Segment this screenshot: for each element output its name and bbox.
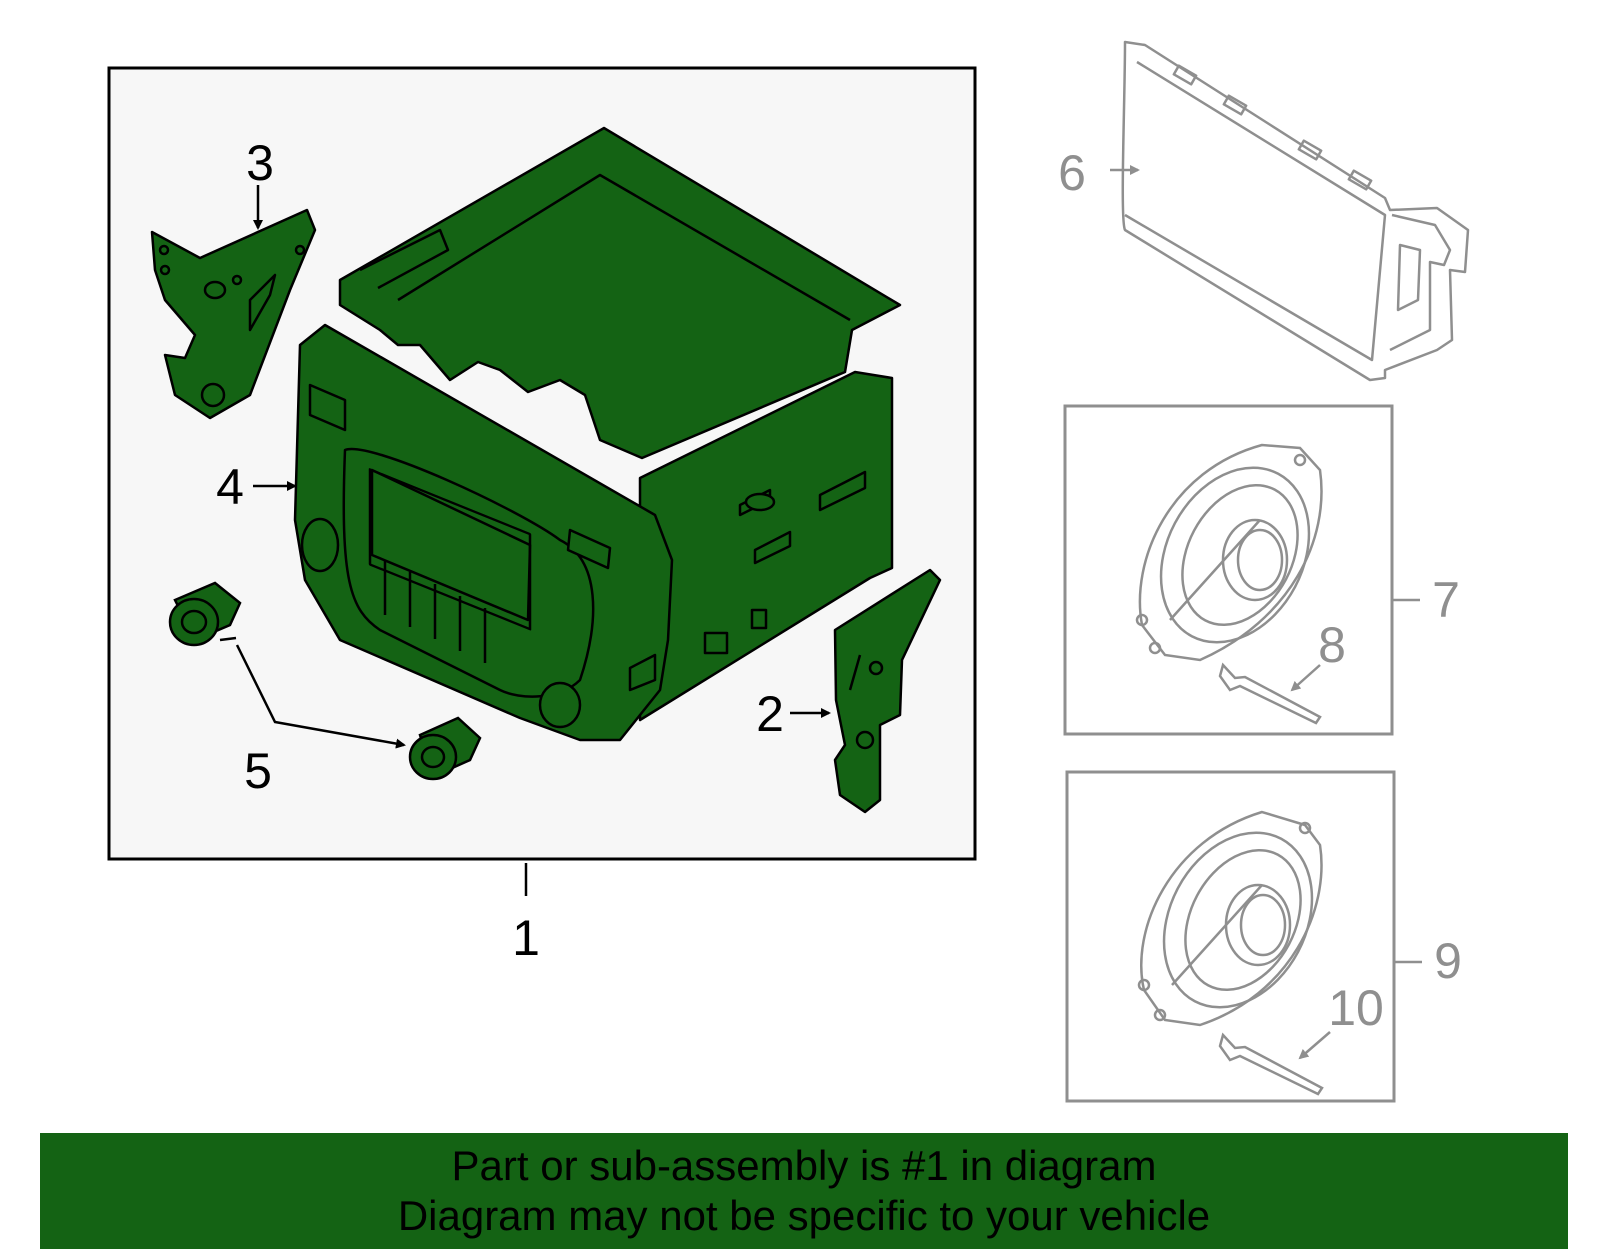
callout-10: 10 <box>1328 980 1384 1036</box>
right-mounting-bracket <box>833 568 942 814</box>
rear-speaker <box>1137 810 1323 1027</box>
banner-line-2: Diagram may not be specific to your vehi… <box>397 1192 1211 1239</box>
rear-speaker-rivet <box>1218 1032 1324 1096</box>
callout-leaders <box>219 185 831 896</box>
front-speaker-rivet <box>1218 662 1322 725</box>
callout-8: 8 <box>1318 617 1346 673</box>
callout-2: 2 <box>756 686 784 742</box>
callout-10-leader <box>1298 1031 1331 1060</box>
speaker-frame-front <box>1063 404 1394 736</box>
trim-bezel <box>1121 40 1470 382</box>
callout-9: 9 <box>1434 933 1462 989</box>
callout-5: 5 <box>244 743 272 799</box>
control-knobs <box>168 581 482 781</box>
speaker-frame-rear <box>1065 770 1396 1103</box>
callout-4: 4 <box>216 459 244 515</box>
callout-6: 6 <box>1058 145 1086 201</box>
banner-line-1: Part or sub-assembly is #1 in diagram <box>451 1142 1157 1189</box>
disclaimer-banner: Part or sub-assembly is #1 in diagram Di… <box>40 1133 1568 1249</box>
left-mounting-bracket <box>150 208 317 420</box>
callout-7: 7 <box>1432 572 1460 628</box>
callout-8-leader <box>1290 664 1321 692</box>
radio-head-unit <box>293 126 902 742</box>
front-speaker <box>1135 443 1323 662</box>
callout-3: 3 <box>246 135 274 191</box>
callout-1: 1 <box>512 910 540 966</box>
